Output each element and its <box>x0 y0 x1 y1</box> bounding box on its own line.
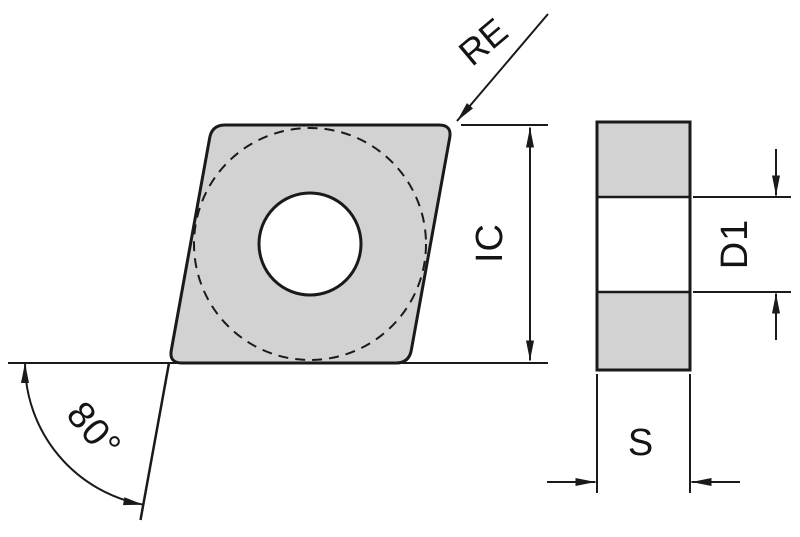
corner-angle-label: 80° <box>58 394 129 467</box>
re-leader-line <box>456 13 549 122</box>
corner-angle-extension-line <box>139 362 171 521</box>
side-view-group <box>547 120 791 493</box>
inscribed-circle-label: IC <box>469 223 511 263</box>
corner-angle-arc <box>21 362 144 506</box>
center-hole <box>257 191 363 297</box>
thickness-label: S <box>628 422 654 464</box>
side-view-hole-band <box>598 197 689 292</box>
hole-diameter-label: D1 <box>714 219 756 270</box>
front-view-group <box>8 13 549 521</box>
inscribed-circle-dashed <box>193 127 427 361</box>
